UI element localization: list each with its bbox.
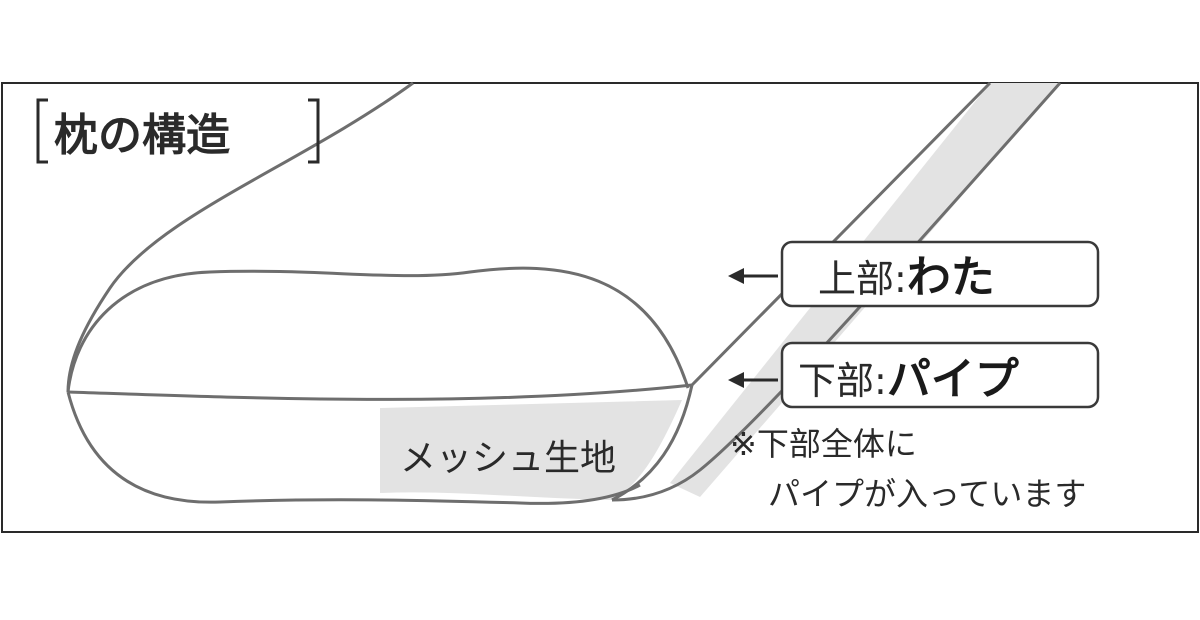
pillow-bottom-right — [611, 384, 694, 502]
pillow-bottom-curve — [66, 391, 641, 505]
band-line-outer — [611, 82, 1062, 502]
mesh-fabric-region — [380, 400, 682, 500]
arrow-lower-head — [728, 372, 744, 388]
label-upper-value: わた — [907, 252, 995, 303]
band-line-inner — [690, 81, 992, 387]
label-box-lower — [780, 341, 1100, 409]
arrow-upper-head — [728, 268, 744, 284]
page-title: 枕の構造 — [54, 110, 230, 161]
pillow-middle-seam — [67, 383, 693, 401]
label-upper: 上部:わた — [818, 252, 995, 303]
label-upper-prefix: 上部: — [818, 257, 907, 301]
pillow-outer-outline — [66, 81, 414, 393]
mesh-label: メッシュ生地 — [400, 438, 616, 479]
title-bracket-left — [36, 98, 48, 164]
label-lower-value: パイプ — [887, 354, 1019, 405]
label-box-upper — [780, 240, 1100, 308]
note-line-2: パイプが入っています — [768, 475, 1086, 513]
note-line-1: ※下部全体に — [730, 425, 917, 463]
label-lower: 下部:パイプ — [798, 354, 1019, 405]
title-bracket-right — [308, 98, 320, 164]
label-lower-prefix: 下部: — [798, 359, 887, 403]
pillow-top-curve — [66, 266, 690, 393]
